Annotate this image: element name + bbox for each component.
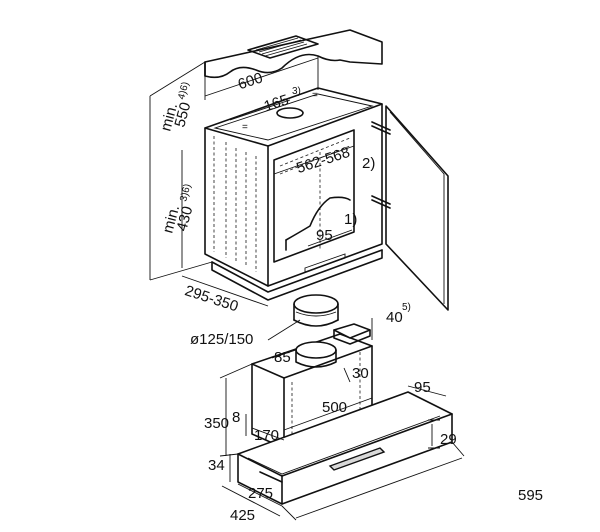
dim-40: 40 5) [371, 302, 411, 340]
dim-30: 30 [343, 365, 369, 383]
dim-95-front-label: 95 [414, 379, 431, 396]
dim-275-label: 275 [248, 485, 273, 502]
dim-8-label: 8 [232, 409, 240, 426]
equal-mark-left: = [242, 122, 248, 133]
dim-165-note: 3) [292, 86, 301, 97]
dim-430-note: 3)6) [178, 183, 193, 203]
dim-595-label: 595 [518, 487, 543, 504]
cabinet-body [204, 87, 383, 301]
note-1: 1) [344, 211, 357, 228]
dim-min-430: min. 430 3)6) [159, 150, 196, 268]
dim-34-label: 34 [208, 457, 225, 474]
dim-350-label: 350 [204, 415, 229, 432]
dim-29-label: 29 [440, 431, 457, 448]
cabinet-door [371, 105, 449, 311]
dim-165-label: 165 [262, 91, 291, 115]
ceiling-vent-grille [247, 35, 319, 59]
dim-min-430-label: min. [159, 203, 183, 235]
dim-34: 34 [208, 454, 231, 482]
dim-275: 275 [237, 483, 283, 507]
dim-125-150: ø125/150 [190, 319, 301, 348]
dim-125-150-label: ø125/150 [190, 331, 253, 348]
dim-425: 425 [221, 485, 281, 524]
dim-95-inner-label: 95 [316, 227, 333, 244]
equal-mark-right: = [312, 90, 318, 101]
dim-min-550: min. 550 4)6) [149, 61, 213, 281]
dim-8: 8 [232, 409, 247, 436]
dim-170-label: 170 [254, 427, 279, 444]
dim-85: 85 [271, 349, 297, 366]
dim-430-label: 430 [173, 204, 196, 233]
dim-85-label: 85 [274, 349, 291, 366]
note-2: 2) [362, 155, 375, 172]
dim-30-label: 30 [352, 365, 369, 382]
dim-600: 600 [204, 56, 319, 100]
note-1-label: 1) [344, 211, 357, 228]
dim-170: 170 [251, 427, 285, 444]
dim-295-350: 295-350 [181, 275, 269, 315]
dim-500-label: 500 [322, 399, 347, 416]
dim-95-inner: 95 [307, 227, 353, 247]
dim-29: 29 [428, 419, 457, 449]
dim-95-front: 95 [407, 379, 447, 397]
dim-500: 500 [283, 397, 373, 431]
duct-collar [295, 323, 371, 368]
dim-425-label: 425 [230, 507, 255, 524]
note-2-label: 2) [362, 155, 375, 172]
dim-550-label: 550 [171, 100, 194, 129]
dim-min-label: min. [157, 101, 181, 133]
dim-40-note: 5) [402, 302, 411, 313]
dim-295-350-label: 295-350 [183, 282, 241, 315]
duct-pipe [293, 294, 339, 327]
dim-600-label: 600 [236, 69, 265, 93]
dim-550-note: 4)6) [176, 81, 191, 101]
dim-165: 165 3) = = [229, 86, 318, 133]
dim-595: 595 [281, 441, 543, 521]
dim-40-label: 40 [386, 309, 403, 326]
dim-350: 350 [204, 363, 253, 457]
